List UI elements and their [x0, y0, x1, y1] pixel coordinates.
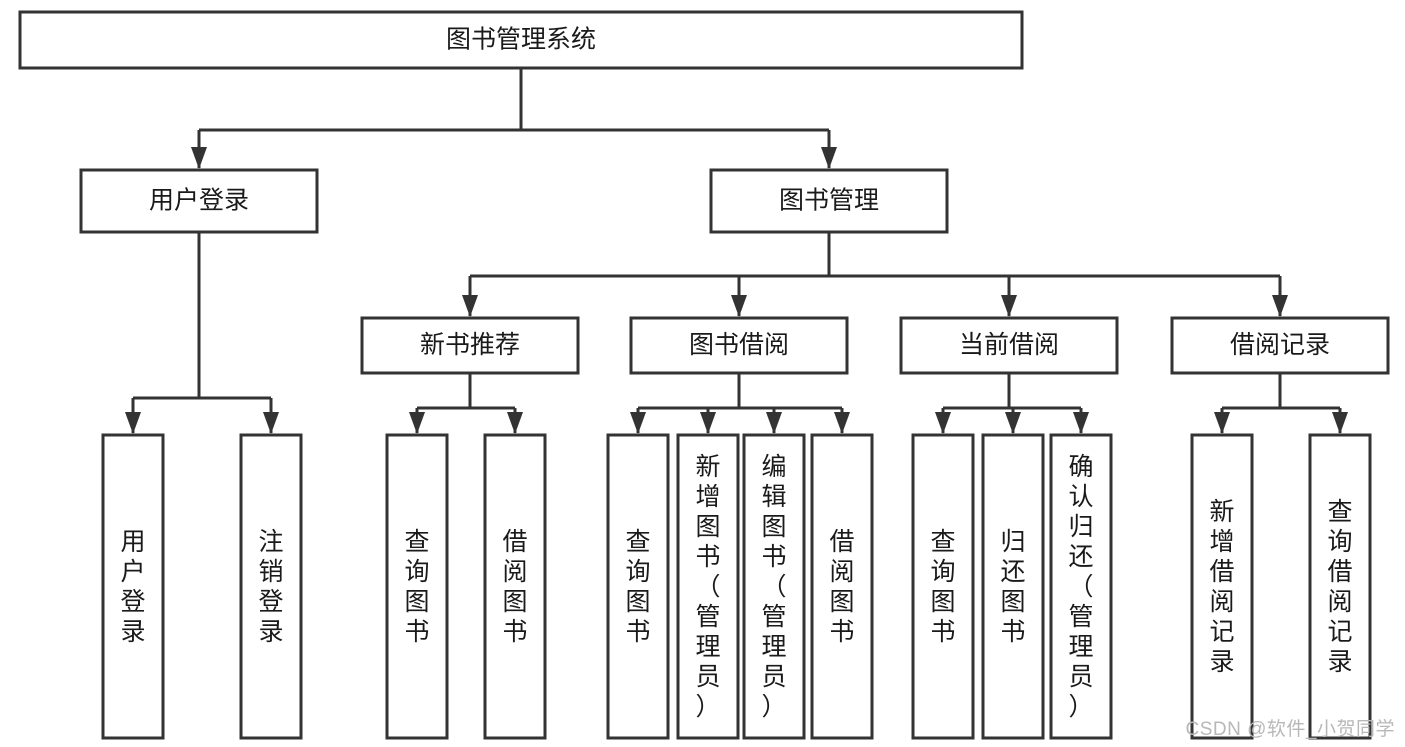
node-leaf-user-login[interactable]: 用户登录: [101, 433, 165, 740]
node-box-user-login: [79, 168, 319, 234]
arrow-head-leaf-add-borrow-record: [1214, 412, 1230, 434]
node-leaf-borrow-book-recommend[interactable]: 借阅图书: [483, 433, 547, 740]
node-leaf-add-borrow-record[interactable]: 新增借阅记录: [1190, 433, 1254, 740]
node-label-leaf-borrow-book-recommend: 借阅图书: [502, 528, 527, 646]
node-leaf-query-book-borrow[interactable]: 查询图书: [606, 433, 670, 740]
node-label-leaf-edit-book-admin: 编辑图书（管理员）: [761, 453, 786, 721]
node-label-current-borrow: 当前借阅: [959, 331, 1059, 359]
node-new-book-recommend[interactable]: 新书推荐: [360, 316, 580, 375]
node-leaf-edit-book-admin[interactable]: 编辑图书（管理员）: [742, 433, 806, 740]
node-box-leaf-logout: [239, 433, 303, 740]
node-user-login[interactable]: 用户登录: [79, 168, 319, 234]
node-box-leaf-add-book-admin: [676, 433, 740, 740]
node-label-leaf-logout: 注销登录: [258, 528, 283, 646]
node-book-borrow[interactable]: 图书借阅: [629, 316, 849, 375]
node-borrow-record[interactable]: 借阅记录: [1170, 316, 1390, 375]
arrow-head-leaf-confirm-return-admin: [1073, 412, 1089, 434]
node-label-root: 图书管理系统: [446, 26, 596, 54]
arrow-head-leaf-edit-book-admin: [766, 412, 782, 434]
node-leaf-return-book[interactable]: 归还图书: [981, 433, 1045, 740]
node-box-leaf-edit-book-admin: [742, 433, 806, 740]
nodes-layer: 图书管理系统用户登录图书管理新书推荐图书借阅当前借阅借阅记录用户登录注销登录查询…: [18, 10, 1390, 740]
arrow-head-leaf-user-login: [125, 412, 141, 434]
node-label-leaf-add-book-admin: 新增图书（管理员）: [695, 453, 720, 721]
node-box-book-borrow: [629, 316, 849, 375]
arrow-head-leaf-query-borrow-record: [1332, 412, 1348, 434]
node-box-leaf-user-login: [101, 433, 165, 740]
node-box-leaf-confirm-return-admin: [1049, 433, 1113, 740]
node-label-borrow-record: 借阅记录: [1230, 331, 1330, 359]
node-leaf-borrow-book[interactable]: 借阅图书: [810, 433, 874, 740]
node-label-leaf-query-book-recommend: 查询图书: [404, 528, 429, 646]
node-leaf-add-book-admin[interactable]: 新增图书（管理员）: [676, 433, 740, 740]
node-label-user-login: 用户登录: [149, 187, 249, 215]
arrow-head-leaf-logout: [263, 412, 279, 434]
node-leaf-query-book-recommend[interactable]: 查询图书: [385, 433, 449, 740]
node-label-leaf-query-book-current: 查询图书: [930, 528, 955, 646]
node-leaf-logout[interactable]: 注销登录: [239, 433, 303, 740]
arrow-head-leaf-query-book-recommend: [409, 412, 425, 434]
connectors-layer: [125, 68, 1348, 434]
node-box-leaf-borrow-book-recommend: [483, 433, 547, 740]
node-box-leaf-borrow-book: [810, 433, 874, 740]
node-label-leaf-confirm-return-admin: 确认归还（管理员）: [1068, 453, 1093, 721]
arrow-head-leaf-query-book-current: [935, 412, 951, 434]
node-box-current-borrow: [899, 316, 1119, 375]
node-book-management[interactable]: 图书管理: [709, 168, 949, 234]
node-label-book-management: 图书管理: [779, 187, 879, 215]
node-leaf-query-borrow-record[interactable]: 查询借阅记录: [1308, 433, 1372, 740]
arrow-head-leaf-return-book: [1005, 412, 1021, 434]
node-label-leaf-query-borrow-record: 查询借阅记录: [1327, 498, 1352, 676]
node-box-root: [18, 10, 1024, 70]
arrow-head-leaf-borrow-book-recommend: [507, 412, 523, 434]
arrow-head-leaf-query-book-borrow: [630, 412, 646, 434]
arrow-head-new-book-recommend: [462, 295, 478, 317]
arrow-head-leaf-borrow-book: [834, 412, 850, 434]
node-label-leaf-add-borrow-record: 新增借阅记录: [1209, 498, 1234, 676]
node-label-leaf-borrow-book: 借阅图书: [829, 528, 854, 646]
arrow-head-borrow-record: [1272, 295, 1288, 317]
arrow-head-user-login: [191, 147, 207, 169]
node-leaf-confirm-return-admin[interactable]: 确认归还（管理员）: [1049, 433, 1113, 740]
node-box-book-management: [709, 168, 949, 234]
arrow-head-leaf-add-book-admin: [700, 412, 716, 434]
node-box-leaf-return-book: [981, 433, 1045, 740]
node-box-leaf-add-borrow-record: [1190, 433, 1254, 740]
arrow-head-book-management: [821, 147, 837, 169]
node-box-leaf-query-book-current: [911, 433, 975, 740]
arrow-head-current-borrow: [1001, 295, 1017, 317]
node-box-leaf-query-book-recommend: [385, 433, 449, 740]
node-label-leaf-user-login: 用户登录: [120, 528, 145, 646]
node-label-new-book-recommend: 新书推荐: [420, 331, 520, 359]
node-box-leaf-query-book-borrow: [606, 433, 670, 740]
node-leaf-query-book-current[interactable]: 查询图书: [911, 433, 975, 740]
node-box-new-book-recommend: [360, 316, 580, 375]
arrow-head-book-borrow: [731, 295, 747, 317]
node-label-book-borrow: 图书借阅: [689, 331, 789, 359]
node-label-leaf-return-book: 归还图书: [1000, 528, 1025, 646]
node-box-leaf-query-borrow-record: [1308, 433, 1372, 740]
node-root[interactable]: 图书管理系统: [18, 10, 1024, 70]
node-label-leaf-query-book-borrow: 查询图书: [625, 528, 650, 646]
node-box-borrow-record: [1170, 316, 1390, 375]
node-current-borrow[interactable]: 当前借阅: [899, 316, 1119, 375]
